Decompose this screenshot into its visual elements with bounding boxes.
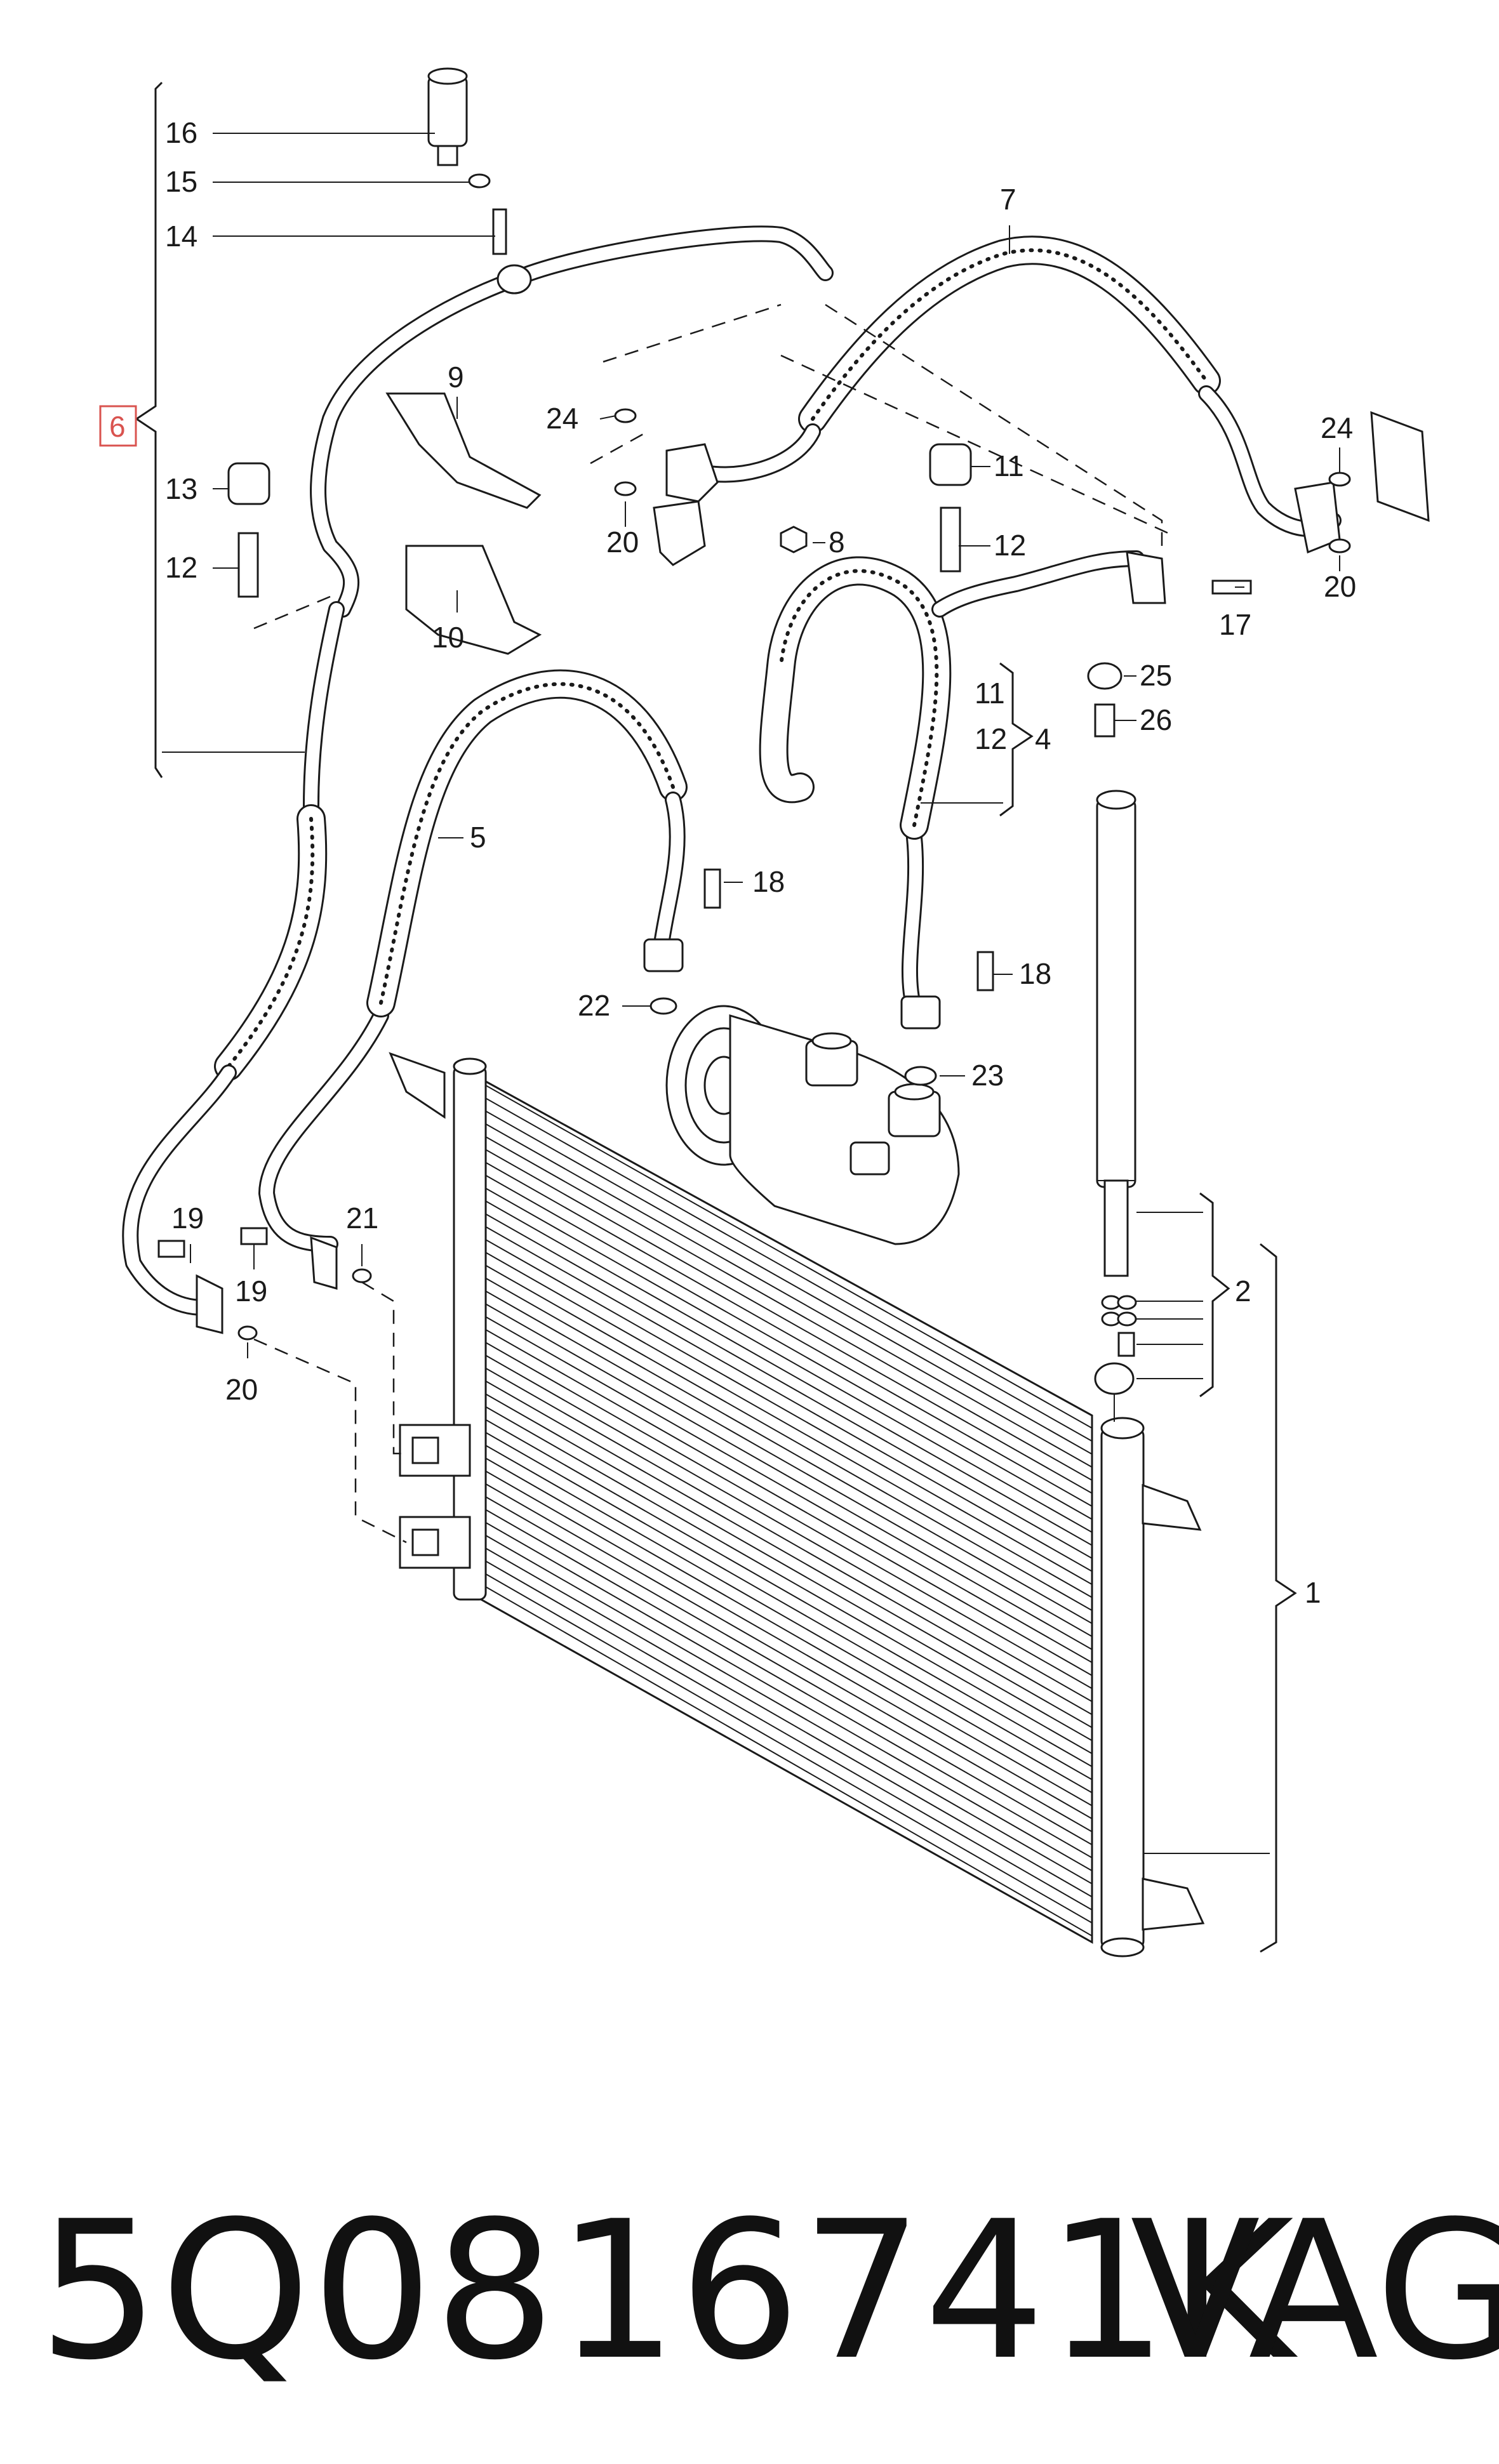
condenser-fin [485, 1535, 1093, 1884]
callout-24-right: 24 [1321, 411, 1353, 444]
condenser [389, 1052, 1205, 1957]
callout-20-lower: 20 [225, 1373, 258, 1406]
condenser-fin [485, 1457, 1093, 1806]
footer: 5Q0816741K VAG [0, 2171, 1499, 2412]
callout-1: 1 [1305, 1576, 1321, 1609]
condenser-fin [485, 1547, 1093, 1898]
fittings [157, 67, 1430, 1341]
callout-23: 23 [971, 1059, 1004, 1092]
condenser-fin [485, 1290, 1093, 1638]
callout-6-box [99, 405, 137, 447]
condenser-fin [485, 1521, 1093, 1872]
part-number: 5Q0816741K [38, 2180, 1295, 2402]
callout-labels: 16 15 14 6 13 12 9 10 24 20 8 7 11 12 24… [99, 116, 1356, 1609]
condenser-fin [485, 1303, 1093, 1650]
condenser-fin [485, 1573, 1093, 1924]
callout-6: 6 [109, 410, 126, 443]
drier-cartridge [1094, 790, 1137, 1422]
condenser-fin [485, 1445, 1093, 1794]
condenser-fin [485, 1226, 1093, 1572]
callout-10: 10 [432, 621, 464, 654]
callout-18-right: 18 [1019, 957, 1051, 990]
condenser-fin [485, 1239, 1093, 1586]
callout-12-bracket: 12 [975, 722, 1007, 755]
condenser-fin [485, 1136, 1093, 1481]
callout-12-right: 12 [994, 529, 1026, 562]
condenser-fin [485, 1174, 1093, 1520]
condenser-fin [485, 1355, 1093, 1702]
callout-7: 7 [1000, 183, 1016, 216]
refrigerant-lines [122, 225, 1342, 1316]
condenser-fin [485, 1470, 1093, 1820]
condenser-fins [485, 1085, 1093, 1937]
condenser-fin [485, 1200, 1093, 1546]
callout-8: 8 [829, 526, 845, 559]
callout-20-left: 20 [606, 526, 639, 559]
condenser-fin [485, 1496, 1093, 1846]
callout-16: 16 [165, 116, 197, 149]
callout-13: 13 [165, 472, 197, 505]
callout-15: 15 [165, 165, 197, 198]
callout-12-left: 12 [165, 551, 197, 584]
condenser-fin [485, 1316, 1093, 1664]
ac-compressor [665, 1005, 960, 1245]
condenser-fin [485, 1342, 1093, 1690]
condenser-fin [485, 1586, 1093, 1937]
callout-5: 5 [470, 821, 486, 854]
callout-4: 4 [1035, 722, 1051, 755]
condenser-fin [485, 1509, 1093, 1858]
condenser-fin [485, 1419, 1093, 1768]
callout-19-left: 19 [171, 1202, 204, 1235]
callout-19-right: 19 [235, 1275, 267, 1308]
callout-21: 21 [346, 1202, 378, 1235]
brand-label: VAG [1130, 2180, 1499, 2402]
condenser-fin [485, 1188, 1093, 1533]
condenser-fin [485, 1097, 1093, 1442]
callout-9: 9 [448, 361, 464, 394]
callout-2: 2 [1235, 1275, 1251, 1308]
condenser-fin [485, 1329, 1093, 1676]
condenser-fin [485, 1483, 1093, 1832]
callout-24-left: 24 [546, 402, 578, 435]
condenser-fin [485, 1252, 1093, 1598]
condenser-fin [485, 1277, 1093, 1624]
callout-11-right: 11 [994, 449, 1024, 482]
condenser-fin [485, 1085, 1093, 1429]
callout-18-left: 18 [752, 865, 785, 898]
dashed-guides [253, 303, 1169, 1544]
condenser-fin [485, 1123, 1093, 1468]
condenser-fin [485, 1381, 1093, 1728]
callout-22: 22 [578, 989, 610, 1022]
callout-20-right: 20 [1324, 570, 1356, 603]
condenser-fin [485, 1110, 1093, 1455]
callout-14: 14 [165, 220, 197, 253]
condenser-fin [485, 1560, 1093, 1911]
ac-system-exploded-diagram: 16 15 14 6 13 12 9 10 24 20 8 7 11 12 24… [99, 67, 1430, 1957]
condenser-fin [485, 1393, 1093, 1742]
callout-17: 17 [1219, 608, 1251, 641]
condenser-fin [485, 1432, 1093, 1780]
condenser-fin [485, 1367, 1093, 1716]
condenser-fin [485, 1213, 1093, 1559]
condenser-fin [485, 1406, 1093, 1754]
callout-26: 26 [1140, 703, 1172, 736]
condenser-fin [485, 1149, 1093, 1494]
callout-11-bracket: 11 [975, 677, 1005, 710]
condenser-fin [485, 1264, 1093, 1612]
condenser-fin [485, 1162, 1093, 1507]
callout-25: 25 [1140, 659, 1172, 692]
